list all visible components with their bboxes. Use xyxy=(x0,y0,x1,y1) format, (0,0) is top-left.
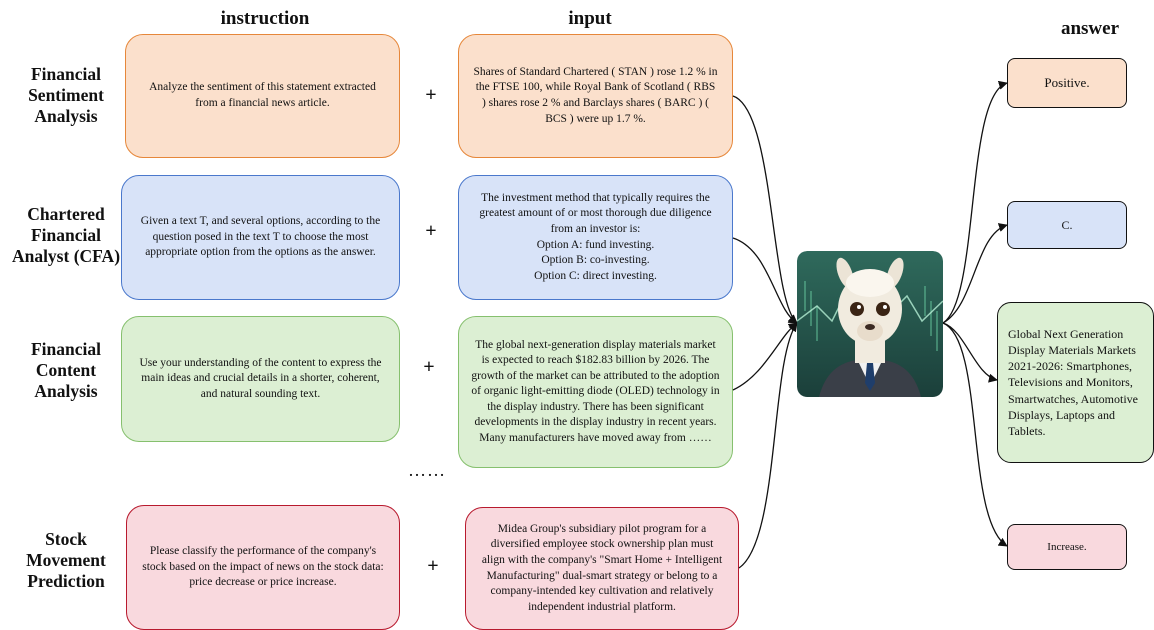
input-text: Shares of Standard Chartered ( STAN ) ro… xyxy=(473,65,718,125)
input-box-cfa: The investment method that typically req… xyxy=(458,175,733,300)
instruction-box-cfa: Given a text T, and several options, acc… xyxy=(121,175,400,300)
ellipsis: …… xyxy=(408,460,446,480)
task-label-sentiment: Financial Sentiment Analysis xyxy=(28,63,104,126)
input-header: input xyxy=(568,8,612,29)
answer-text: Global Next Generation Display Materials… xyxy=(1008,326,1138,438)
instruction-text: Analyze the sentiment of this statement … xyxy=(149,81,376,109)
connector-answer-stock xyxy=(942,322,1008,547)
answer-box-stock: Increase. xyxy=(1007,524,1127,570)
connector-answer-cfa xyxy=(942,223,1008,324)
input-box-stock: Midea Group's subsidiary pilot program f… xyxy=(465,507,739,630)
instruction-text: Given a text T, and several options, acc… xyxy=(140,215,381,259)
connector-input-stock xyxy=(738,322,798,569)
connector-answer-sentiment xyxy=(942,80,1008,324)
task-label-content: Financial Content Analysis xyxy=(30,338,101,401)
connector-answer-content xyxy=(942,322,998,383)
instruction-text: Use your understanding of the content to… xyxy=(139,356,382,400)
instruction-text: Please classify the performance of the c… xyxy=(142,545,384,589)
instruction-box-content: Use your understanding of the content to… xyxy=(121,316,400,442)
answer-text: Positive. xyxy=(1044,75,1090,90)
connector-input-sentiment xyxy=(732,95,798,324)
input-box-content: The global next-generation display mater… xyxy=(458,316,733,468)
task-label-cfa: Chartered Financial Analyst (CFA) xyxy=(11,203,121,266)
connector-input-content xyxy=(732,322,798,391)
instruction-box-stock: Please classify the performance of the c… xyxy=(126,505,400,630)
answer-text: C. xyxy=(1061,217,1073,232)
input-text: The investment method that typically req… xyxy=(479,191,712,282)
input-text: The global next-generation display mater… xyxy=(471,338,720,444)
answer-box-sentiment: Positive. xyxy=(1007,58,1127,108)
input-text: Midea Group's subsidiary pilot program f… xyxy=(481,522,723,613)
answer-box-content: Global Next Generation Display Materials… xyxy=(997,302,1154,463)
answer-text: Increase. xyxy=(1047,541,1087,553)
plus-sign: + xyxy=(425,220,437,242)
plus-sign: + xyxy=(423,356,435,378)
plus-sign: + xyxy=(427,555,439,577)
instruction-box-sentiment: Analyze the sentiment of this statement … xyxy=(125,34,400,158)
answer-box-cfa: C. xyxy=(1007,201,1127,249)
instruction-header: instruction xyxy=(220,8,310,29)
connector-input-cfa xyxy=(732,237,798,324)
llama-in-suit-icon xyxy=(797,251,943,397)
task-label-stock: Stock Movement Prediction xyxy=(26,528,106,591)
answer-header: answer xyxy=(1060,18,1120,39)
input-box-sentiment: Shares of Standard Chartered ( STAN ) ro… xyxy=(458,34,733,158)
plus-sign: + xyxy=(425,84,437,106)
